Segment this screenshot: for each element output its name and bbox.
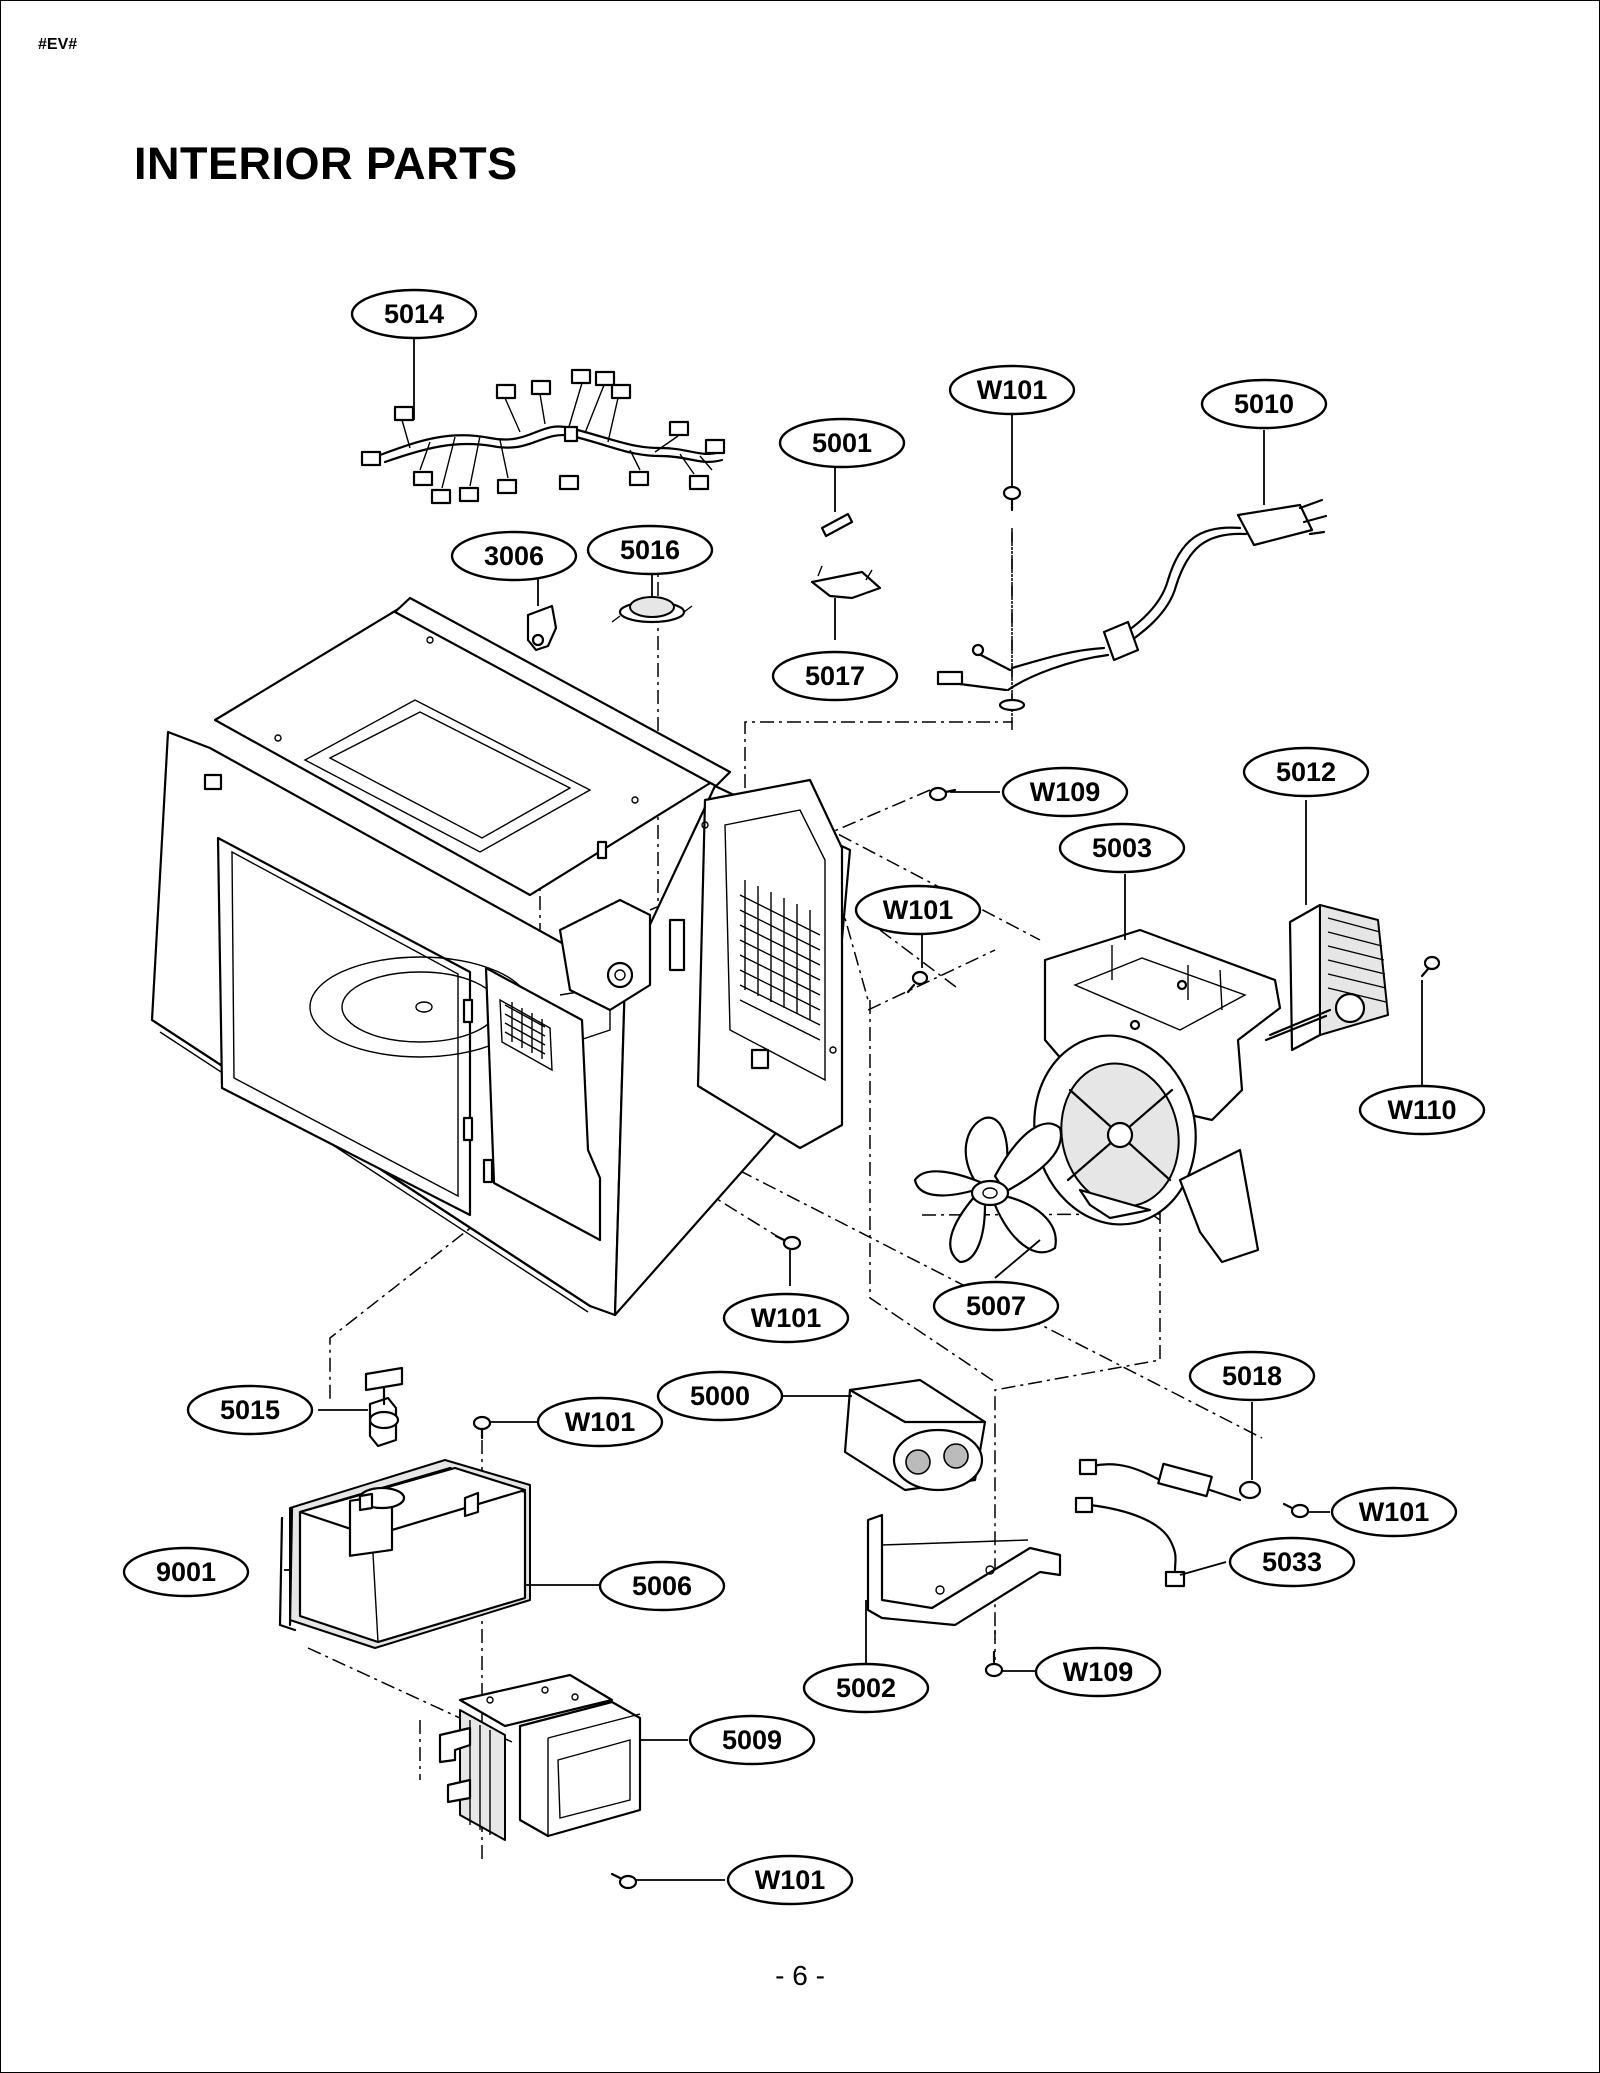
svg-text:5016: 5016 xyxy=(620,535,680,565)
callout-5001: 5001 xyxy=(778,417,906,469)
callout-w110: W110 xyxy=(1358,1084,1486,1136)
svg-text:5015: 5015 xyxy=(220,1395,280,1425)
svg-text:W101: W101 xyxy=(1359,1497,1430,1527)
svg-text:W101: W101 xyxy=(755,1865,826,1895)
screw-w101-right xyxy=(1282,1502,1310,1519)
svg-text:W110: W110 xyxy=(1387,1095,1456,1125)
oven-cavity xyxy=(150,596,852,1317)
callout-5015: 5015 xyxy=(186,1384,314,1436)
svg-text:5003: 5003 xyxy=(1092,833,1152,863)
callout-5010: 5010 xyxy=(1200,378,1328,430)
hv-diode-5018 xyxy=(1078,1458,1262,1502)
callout-5006: 5006 xyxy=(598,1560,726,1612)
ground-wire-5033 xyxy=(1074,1496,1186,1588)
svg-text:5014: 5014 xyxy=(384,299,444,329)
capacitor-bracket-5002 xyxy=(866,1513,1062,1627)
svg-text:5006: 5006 xyxy=(632,1571,692,1601)
screw-w101-left xyxy=(472,1415,492,1440)
leader-lines xyxy=(284,337,1423,1881)
svg-text:5000: 5000 xyxy=(690,1381,750,1411)
insulation-sheet-9001 xyxy=(278,1506,297,1632)
callout-5017: 5017 xyxy=(771,650,899,702)
callout-5002: 5002 xyxy=(802,1662,930,1714)
svg-text:3006: 3006 xyxy=(484,541,544,571)
hv-transformer-5006 xyxy=(289,1459,531,1649)
callout-9001: 9001 xyxy=(122,1546,250,1598)
page-number: - 6 - xyxy=(775,1960,825,1991)
callout-5009: 5009 xyxy=(688,1714,816,1766)
callout-5014: 5014 xyxy=(350,288,478,340)
callout-3006: 3006 xyxy=(450,530,578,582)
svg-text:W101: W101 xyxy=(977,375,1048,405)
fuse-holder-5017 xyxy=(810,565,882,600)
svg-text:W101: W101 xyxy=(883,895,954,925)
fan-motor-5012 xyxy=(1264,903,1389,1052)
svg-text:W109: W109 xyxy=(1030,777,1101,807)
document-code: #EV# xyxy=(38,36,78,53)
callout-w101-mid: W101 xyxy=(854,884,982,936)
svg-text:W101: W101 xyxy=(565,1407,636,1437)
thermostat-5016 xyxy=(611,596,693,624)
screw-w101-mid xyxy=(906,970,929,994)
screw-w109-upper xyxy=(928,786,957,802)
callout-5016: 5016 xyxy=(586,524,714,576)
magnetron-5009 xyxy=(438,1673,642,1841)
svg-text:5001: 5001 xyxy=(812,428,872,458)
callout-w101-right: W101 xyxy=(1330,1486,1458,1538)
page-title: INTERIOR PARTS xyxy=(134,138,518,189)
callout-w109-upper: W109 xyxy=(1001,766,1129,818)
screw-w110 xyxy=(1420,955,1441,978)
svg-text:5017: 5017 xyxy=(805,661,865,691)
callout-5000: 5000 xyxy=(656,1370,784,1422)
fan-blade-5007 xyxy=(913,1116,1063,1264)
hv-capacitor-5000 xyxy=(843,1378,987,1492)
side-vent xyxy=(504,1002,546,1059)
thermostat-5015 xyxy=(364,1366,404,1448)
svg-text:5002: 5002 xyxy=(836,1673,896,1703)
screw-w109-lower xyxy=(984,1650,1004,1678)
callout-w101-top: W101 xyxy=(948,364,1076,416)
svg-text:W101: W101 xyxy=(751,1303,822,1333)
svg-text:5018: 5018 xyxy=(1222,1361,1282,1391)
callout-5018: 5018 xyxy=(1188,1350,1316,1402)
screw-w101-bottom xyxy=(610,1872,638,1890)
callout-w101-cavity: W101 xyxy=(722,1292,850,1344)
screw-w101-cavity xyxy=(774,1234,802,1251)
power-cord-5010 xyxy=(936,498,1328,712)
callout-5003: 5003 xyxy=(1058,822,1186,874)
screw-w101-top xyxy=(1002,485,1022,512)
screws xyxy=(472,485,1441,1890)
svg-text:5007: 5007 xyxy=(966,1291,1026,1321)
wire-harness-5014 xyxy=(360,368,726,505)
svg-text:5012: 5012 xyxy=(1276,757,1336,787)
svg-text:5009: 5009 xyxy=(722,1725,782,1755)
callout-w101-bottom: W101 xyxy=(726,1854,854,1906)
fuse-5001 xyxy=(820,512,854,538)
svg-text:5033: 5033 xyxy=(1262,1547,1322,1577)
callout-5033: 5033 xyxy=(1228,1536,1356,1588)
svg-text:9001: 9001 xyxy=(156,1557,216,1587)
interlock-switch-3006 xyxy=(526,604,558,652)
callout-5012: 5012 xyxy=(1242,746,1370,798)
svg-text:5010: 5010 xyxy=(1234,389,1294,419)
fan-motor-bracket-5003 xyxy=(1033,928,1282,1264)
callout-w109-lower: W109 xyxy=(1034,1646,1162,1698)
callout-w101-left: W101 xyxy=(536,1396,664,1448)
side-wall-vent xyxy=(739,880,821,1041)
callout-5007: 5007 xyxy=(932,1280,1060,1332)
svg-text:W109: W109 xyxy=(1063,1657,1134,1687)
